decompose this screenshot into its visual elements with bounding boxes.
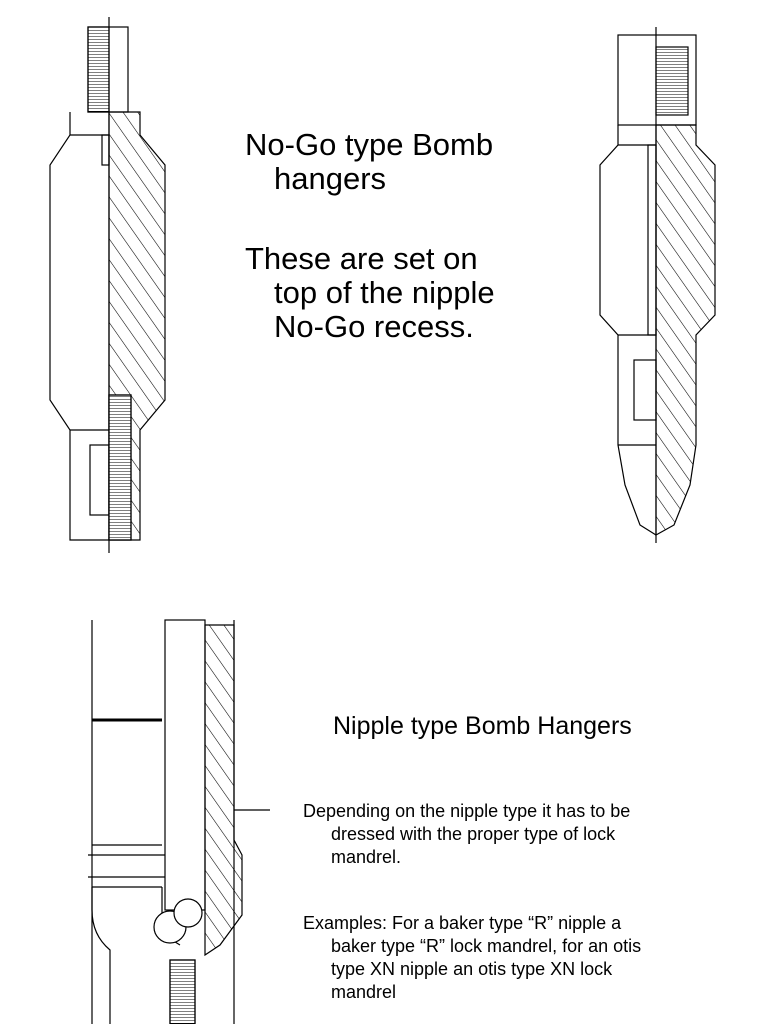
paragraph1-line2: dressed with the proper type of lock [331, 824, 616, 844]
paragraph2-line2: baker type “R” lock mandrel, for an otis [331, 936, 642, 956]
nipple-paragraph-2: Examples: For a baker type “R” nipple a … [303, 912, 723, 1004]
nogo-hanger-drawing-right [599, 27, 716, 543]
nogo-desc-line2: top of the nipple [274, 275, 495, 310]
nogo-text-block: No-Go type Bomb hangers These are set on… [245, 128, 565, 344]
nogo-desc-line3: No-Go recess. [274, 309, 474, 344]
paragraph2-line4: mandrel [331, 982, 397, 1002]
nogo-desc-line1: These are set on [245, 241, 478, 276]
nipple-hanger-drawing [88, 619, 270, 1024]
nipple-paragraph-1: Depending on the nipple type it has to b… [303, 800, 723, 869]
paragraph1-line1: Depending on the nipple type it has to b… [303, 801, 631, 821]
nogo-heading-line1: No-Go type Bomb [245, 127, 494, 162]
nogo-hanger-drawing-left [49, 17, 166, 553]
paragraph1-line3: mandrel. [331, 847, 402, 867]
paragraph2-line1: Examples: For a baker type “R” nipple a [303, 913, 622, 933]
nipple-heading: Nipple type Bomb Hangers [333, 712, 632, 740]
nogo-heading-line2: hangers [274, 161, 387, 196]
paragraph2-line3: type XN nipple an otis type XN lock [331, 959, 613, 979]
